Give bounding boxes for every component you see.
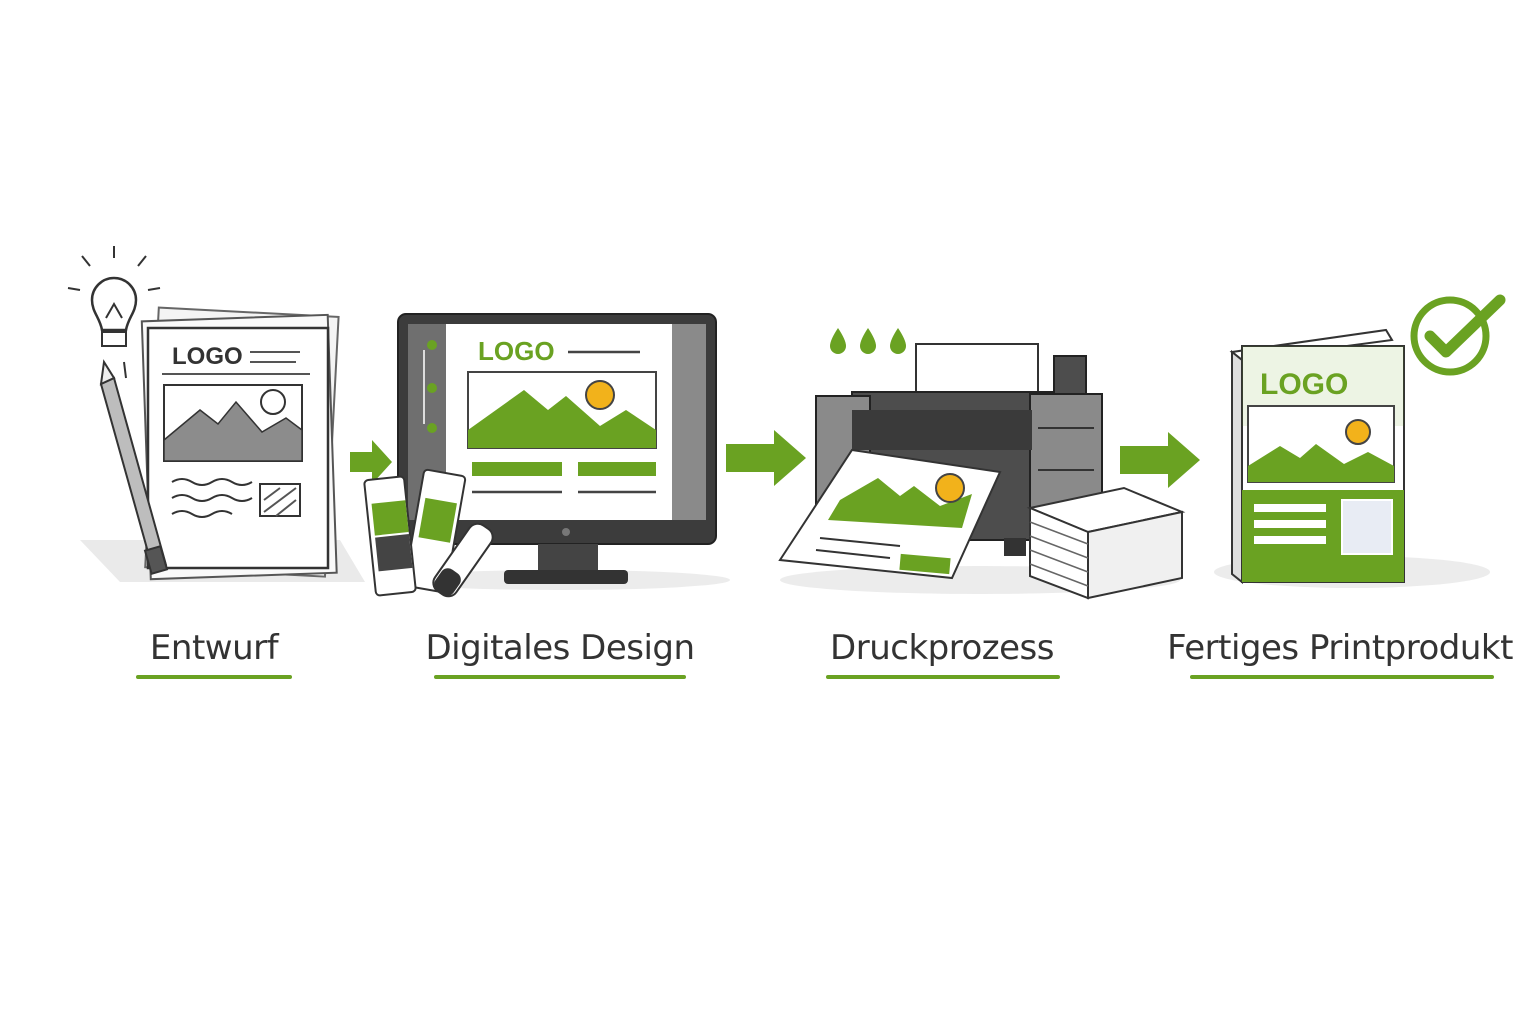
monitor-icon: LOGO — [363, 313, 730, 598]
design-mountain-icon — [468, 390, 656, 448]
arrow-right-icon — [350, 440, 392, 484]
scroll-panel — [672, 324, 706, 520]
marker-pen-icon — [432, 522, 494, 598]
paper-stack-icon — [1026, 486, 1186, 600]
step-label-digitales-design: Digitales Design — [425, 628, 695, 668]
arrow-right-icon — [1120, 432, 1200, 488]
sketch-sun-icon — [260, 389, 286, 415]
sketch-mountain-icon — [163, 400, 303, 462]
design-sun-icon — [585, 380, 615, 410]
brochure-logo-text: LOGO — [1260, 368, 1348, 401]
step-underline — [434, 675, 686, 679]
step-underline — [136, 675, 292, 679]
sketch-paper-icon: LOGO — [67, 246, 365, 582]
step-label-fertiges-printprodukt: Fertiges Printprodukt — [1167, 628, 1513, 668]
ink-drop-icon — [890, 328, 906, 354]
design-logo-text: LOGO — [478, 336, 555, 366]
sketch-logo-text: LOGO — [172, 343, 243, 370]
pencil-icon — [99, 359, 169, 575]
step-label-druckprozess: Druckprozess — [830, 628, 1054, 668]
step-underline — [826, 675, 1060, 679]
arrow-right-icon — [726, 430, 806, 486]
ink-drop-icon — [830, 328, 846, 354]
step-underline — [1190, 675, 1494, 679]
checkmark-icon — [1410, 294, 1506, 376]
lightbulb-icon — [67, 246, 161, 379]
brochure-icon: LOGO — [1214, 294, 1506, 588]
step-label-entwurf: Entwurf — [149, 628, 279, 668]
ink-drop-icon — [860, 328, 876, 354]
printer-icon — [778, 328, 1186, 600]
